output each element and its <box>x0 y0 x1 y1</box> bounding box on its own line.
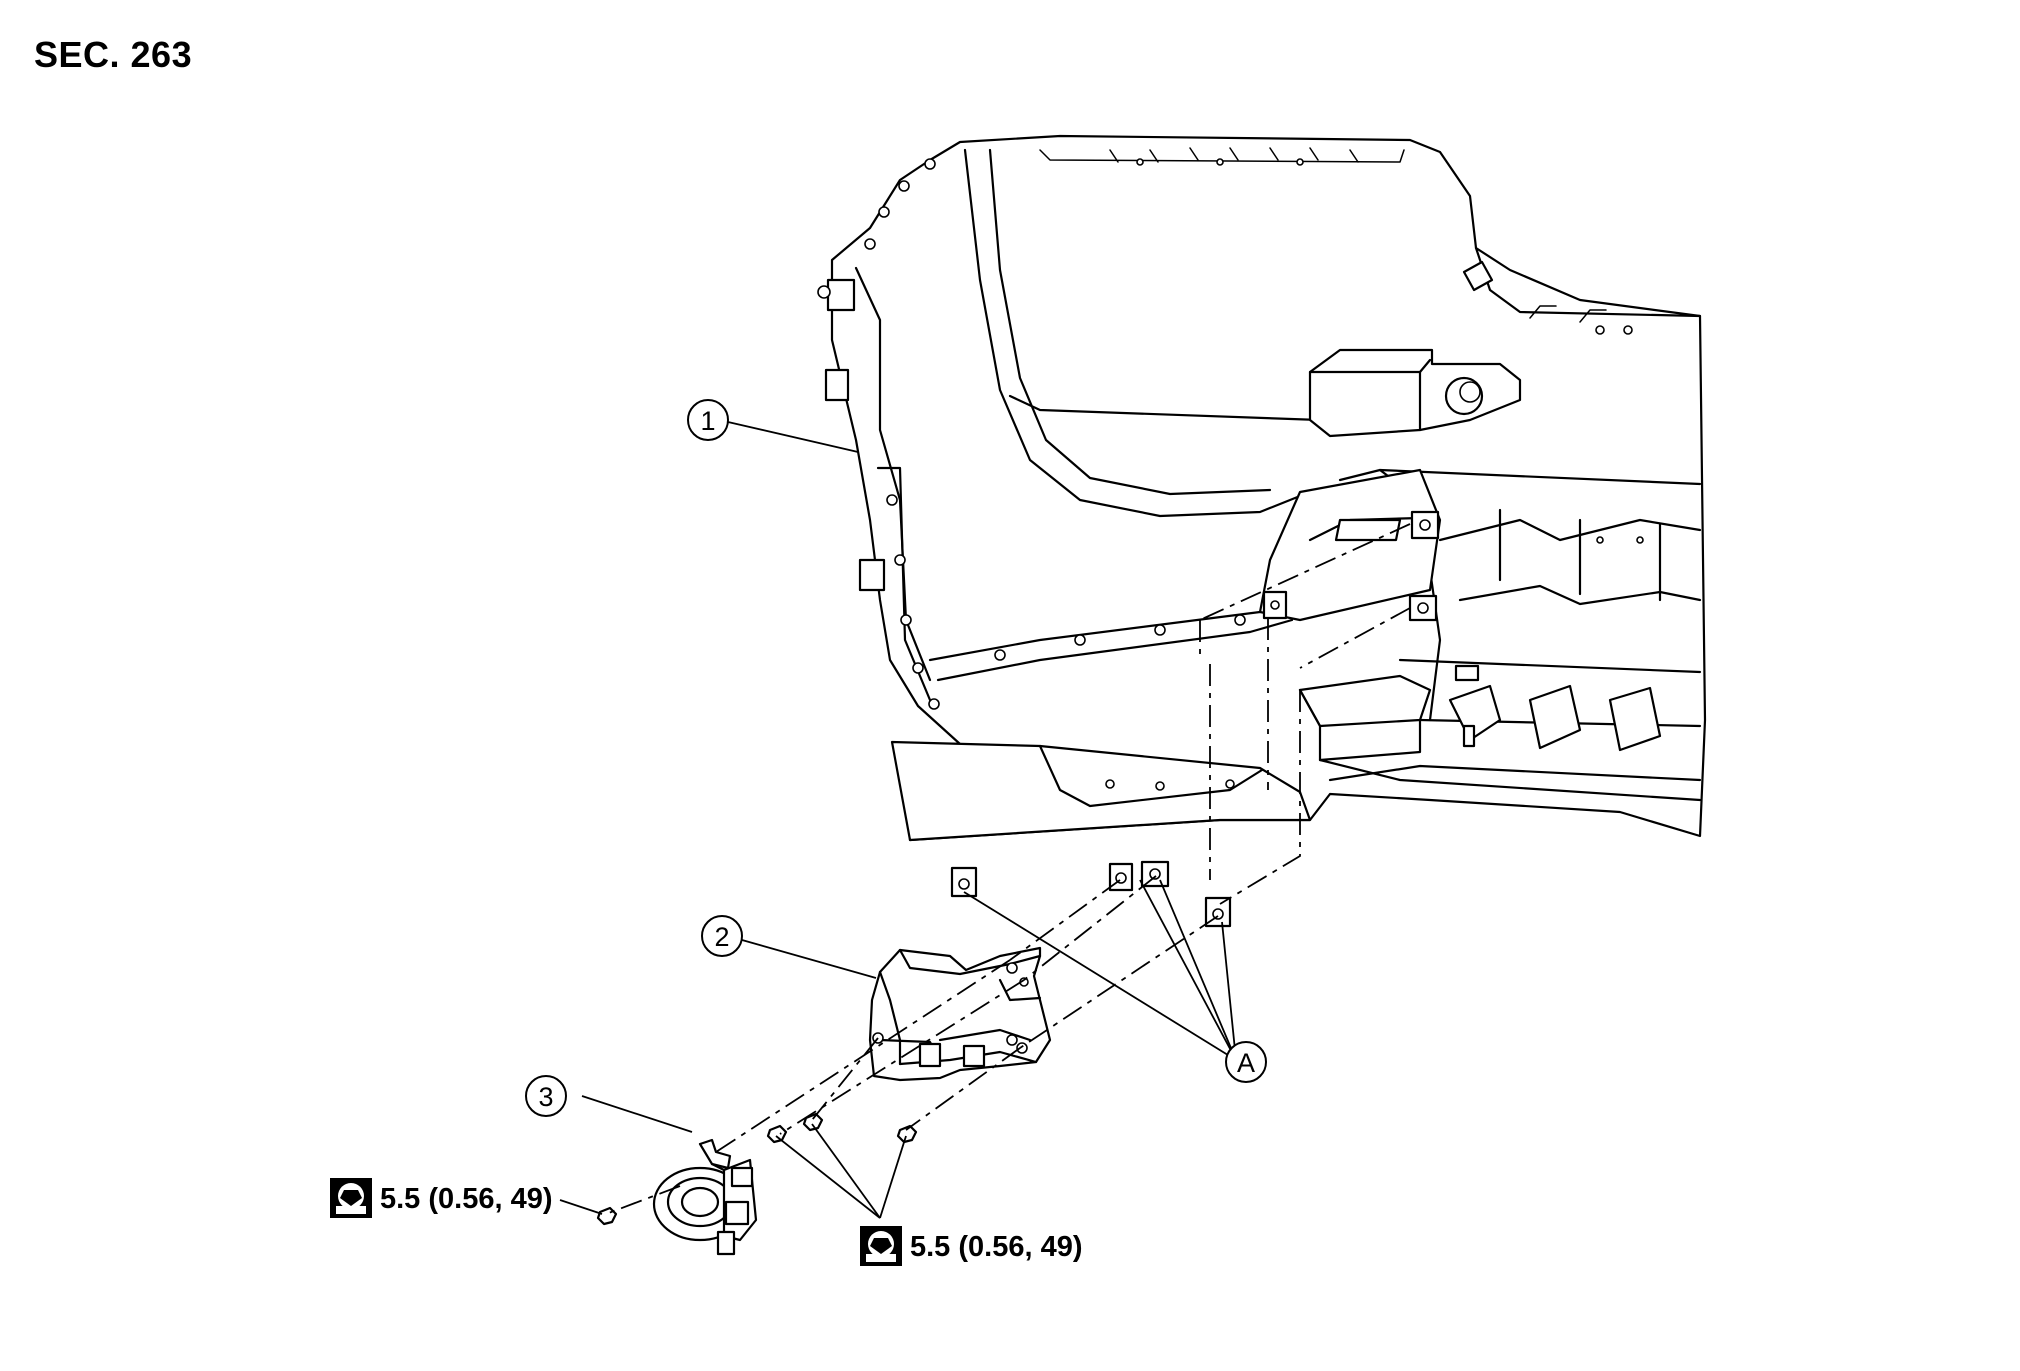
clip <box>1140 860 1170 888</box>
bolt <box>896 1124 918 1144</box>
torque-wrench-icon <box>330 1178 372 1218</box>
callout-a: A <box>1225 1041 1267 1083</box>
clip <box>950 866 978 898</box>
clips-a <box>950 860 1232 928</box>
callout-1-label: 1 <box>700 406 715 436</box>
bolt <box>766 1124 788 1144</box>
callout-2: 2 <box>701 915 743 957</box>
torque-wrench-icon <box>860 1226 902 1266</box>
callout-1: 1 <box>687 399 729 441</box>
callout-2-label: 2 <box>714 922 729 952</box>
section-title: SEC. 263 <box>34 34 193 75</box>
torque-spec-bottom-label: 5.5 (0.56, 49) <box>910 1231 1083 1263</box>
top-edge-teeth <box>1109 147 1359 166</box>
leader-lines <box>559 421 1237 1219</box>
front-bumper-fascia <box>817 134 1707 842</box>
clip <box>1204 896 1232 928</box>
torque-spec-left: 5.5 (0.56, 49) <box>330 1178 553 1218</box>
clip <box>1108 862 1134 892</box>
lower-grille <box>1298 468 1702 802</box>
callout-a-label: A <box>1237 1048 1255 1078</box>
torque-spec-left-label: 5.5 (0.56, 49) <box>380 1183 553 1215</box>
callout-3: 3 <box>525 1075 567 1117</box>
fog-lamp <box>652 1138 758 1256</box>
callout-3-label: 3 <box>538 1082 553 1112</box>
torque-spec-bottom: 5.5 (0.56, 49) <box>860 1226 1083 1266</box>
fog-lamp-bracket <box>868 946 1052 1082</box>
bolts <box>596 1112 918 1226</box>
alignment-lines <box>605 523 1411 1215</box>
